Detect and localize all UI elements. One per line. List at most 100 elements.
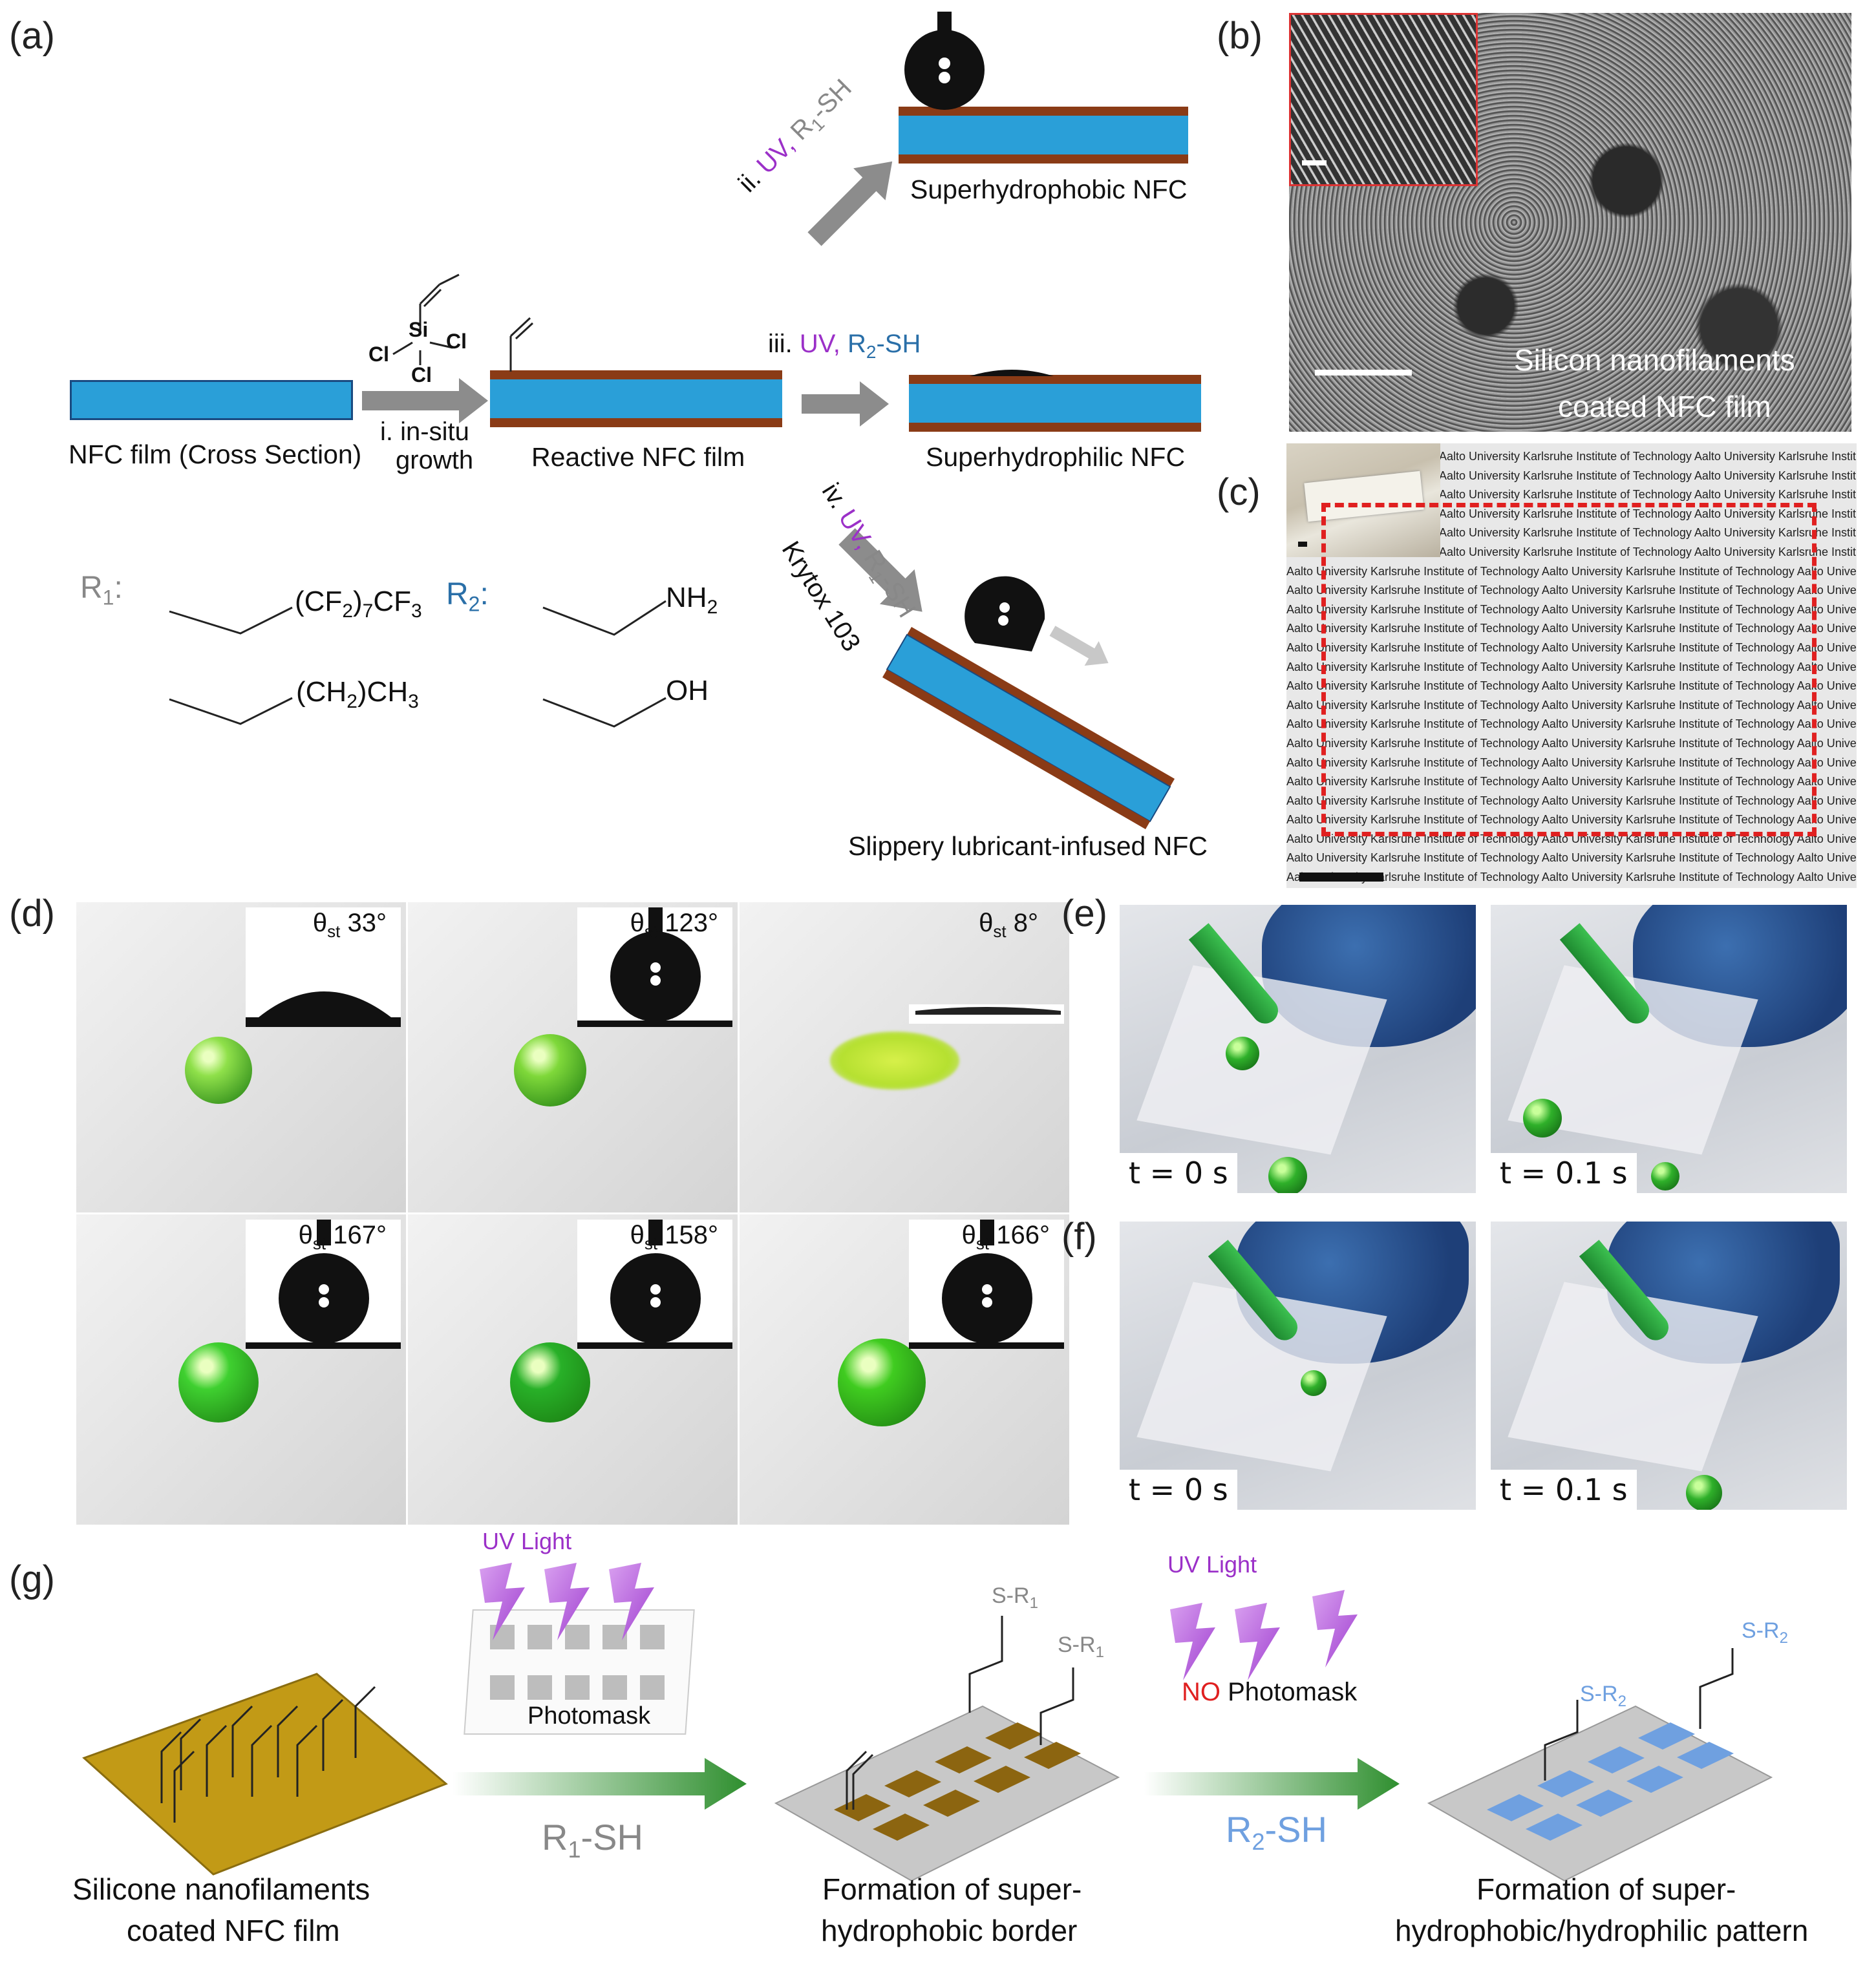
pattern-square [1487, 1794, 1544, 1821]
photomask-square [528, 1675, 552, 1700]
water-droplet [1686, 1475, 1722, 1510]
water-droplet [1226, 1037, 1259, 1070]
g-caption-3-line1: Formation of super- [1476, 1872, 1736, 1906]
pattern-square [974, 1766, 1030, 1793]
contact-angle-label: θst 167° [298, 1221, 387, 1253]
printed-text-photo: Aalto University Karlsruhe Institute of … [1286, 443, 1857, 888]
pattern-square [884, 1770, 941, 1797]
dashed-region [1321, 503, 1817, 836]
droplet-photo: θst 123° [408, 902, 738, 1212]
r1sh-label: R1-SH [542, 1817, 643, 1863]
text-row: Aalto University Karlsruhe Institute of … [1439, 488, 1857, 502]
text-row: Aalto University Karlsruhe Institute of … [1286, 679, 1857, 693]
sr1-label-a: S-R1 [992, 1583, 1038, 1612]
panel-label-a: (a) [9, 15, 55, 57]
uv-bolts-2 [1170, 1590, 1358, 1680]
sr1-label-b: S-R1 [1058, 1633, 1104, 1661]
text-row: Aalto University Karlsruhe Institute of … [1286, 775, 1857, 788]
water-droplet [178, 1342, 259, 1423]
sample-photo-inset [1286, 443, 1440, 557]
nfc-film-label: NFC film (Cross Section) [69, 439, 362, 469]
water-droplet [1523, 1099, 1562, 1138]
photomask-square [565, 1625, 590, 1649]
vinyl-trichlorosilane-structure [392, 273, 460, 365]
text-row: Aalto University Karlsruhe Institute of … [1286, 756, 1857, 769]
text-row: Aalto University Karlsruhe Institute of … [1286, 736, 1857, 750]
contact-angle-label: θst 158° [630, 1221, 718, 1253]
r1-chain-a [169, 606, 293, 635]
hydrophilic-bottom-coat [909, 423, 1201, 432]
slippery-droplet [965, 576, 1045, 651]
tilt-test-photo: t = 0.1 s [1491, 905, 1847, 1193]
panel-label-c: (c) [1217, 471, 1261, 513]
contact-angle-label: θst 8° [979, 909, 1038, 941]
nfc-film-bar [70, 380, 353, 420]
sliding-direction-arrow [1049, 626, 1109, 666]
pattern-square [1677, 1742, 1734, 1769]
photomask-square [565, 1675, 590, 1700]
slippery-label: Slippery lubricant-infused NFC [848, 831, 1208, 861]
water-droplet [1268, 1157, 1307, 1193]
superhydrophobic-nfc-bar [899, 116, 1188, 154]
panel-label-f: (f) [1061, 1216, 1097, 1258]
g-caption-2-line1: Formation of super- [822, 1872, 1082, 1906]
contact-angle-label: θst 123° [630, 909, 718, 941]
pattern-square [873, 1814, 930, 1841]
panel-label-d: (d) [9, 893, 55, 935]
text-row: Aalto University Karlsruhe Institute of … [1286, 813, 1857, 827]
superhydrophilic-nfc-bar [909, 384, 1201, 423]
text-row: Aalto University Karlsruhe Institute of … [1286, 851, 1857, 865]
g-caption-2-line2: hydrophobic border [821, 1914, 1078, 1947]
step-i-label-2: growth [396, 446, 474, 474]
droplet-photo: θst 167° [76, 1214, 406, 1525]
sr2-label-a: S-R2 [1580, 1682, 1626, 1710]
contact-angle-inset [246, 1220, 401, 1349]
uv-bolts-1 [480, 1563, 654, 1640]
photomask-square [640, 1625, 665, 1649]
r2-chain-a [542, 600, 666, 636]
g-caption-3-line2: hydrophobic/hydrophilic pattern [1395, 1914, 1809, 1947]
reactive-bottom-coat [490, 418, 782, 427]
contact-angle-inset [246, 907, 401, 1027]
reactive-nfc-bar [490, 379, 782, 418]
time-label: t = 0.1 s [1491, 1153, 1637, 1193]
photomask-square [528, 1625, 552, 1649]
sem-image: Silicon nanofilaments coated NFC film [1289, 13, 1851, 432]
superhydrophobic-label: Superhydrophobic NFC [910, 175, 1188, 204]
tilted-slippery-film [882, 627, 1175, 829]
text-row: Aalto University Karlsruhe Institute of … [1286, 698, 1857, 712]
pattern-square [923, 1790, 980, 1817]
tilt-test-photo: t = 0 s [1120, 1222, 1476, 1510]
reaction-arrow-1 [453, 1758, 747, 1810]
water-droplet [838, 1339, 926, 1426]
reactive-label: Reactive NFC film [531, 442, 745, 472]
r1-legend: R1: [80, 571, 123, 609]
contact-angle-inset [577, 1220, 732, 1349]
text-row: Aalto University Karlsruhe Institute of … [1286, 622, 1857, 635]
sem-caption-2: coated NFC film [1558, 390, 1771, 423]
time-label: t = 0 s [1120, 1470, 1237, 1510]
contact-angle-inset [577, 907, 732, 1027]
contact-angle-inset [909, 1220, 1064, 1349]
arrow-step-ii [807, 161, 893, 246]
r1-formula-a: (CF2)7CF3 [295, 586, 422, 622]
r2-formula-b: OH [666, 675, 709, 706]
text-row: Aalto University Karlsruhe Institute of … [1439, 526, 1857, 540]
hydrophobic-bottom-coat [899, 154, 1188, 164]
droplet-photo: θst 166° [740, 1214, 1069, 1525]
uv-light-label-1: UV Light [482, 1528, 572, 1554]
pattern-square [1626, 1766, 1683, 1793]
text-row: Aalto University Karlsruhe Institute of … [1286, 660, 1857, 673]
text-row: Aalto University Karlsruhe Institute of … [1286, 640, 1857, 654]
arrow-step-i [362, 378, 488, 423]
step-iii-label: iii. UV, R2-SH [768, 330, 921, 362]
text-row: Aalto University Karlsruhe Institute of … [1286, 717, 1857, 731]
silane-cl-left: Cl [368, 343, 389, 366]
text-row: Aalto University Karlsruhe Institute of … [1439, 507, 1857, 520]
spread-droplet [970, 370, 1054, 376]
reaction-arrow-2 [1144, 1758, 1400, 1810]
pattern-square [1537, 1770, 1594, 1797]
step-i-label-1: i. in-situ [380, 418, 469, 446]
arrow-step-iv [838, 528, 922, 612]
